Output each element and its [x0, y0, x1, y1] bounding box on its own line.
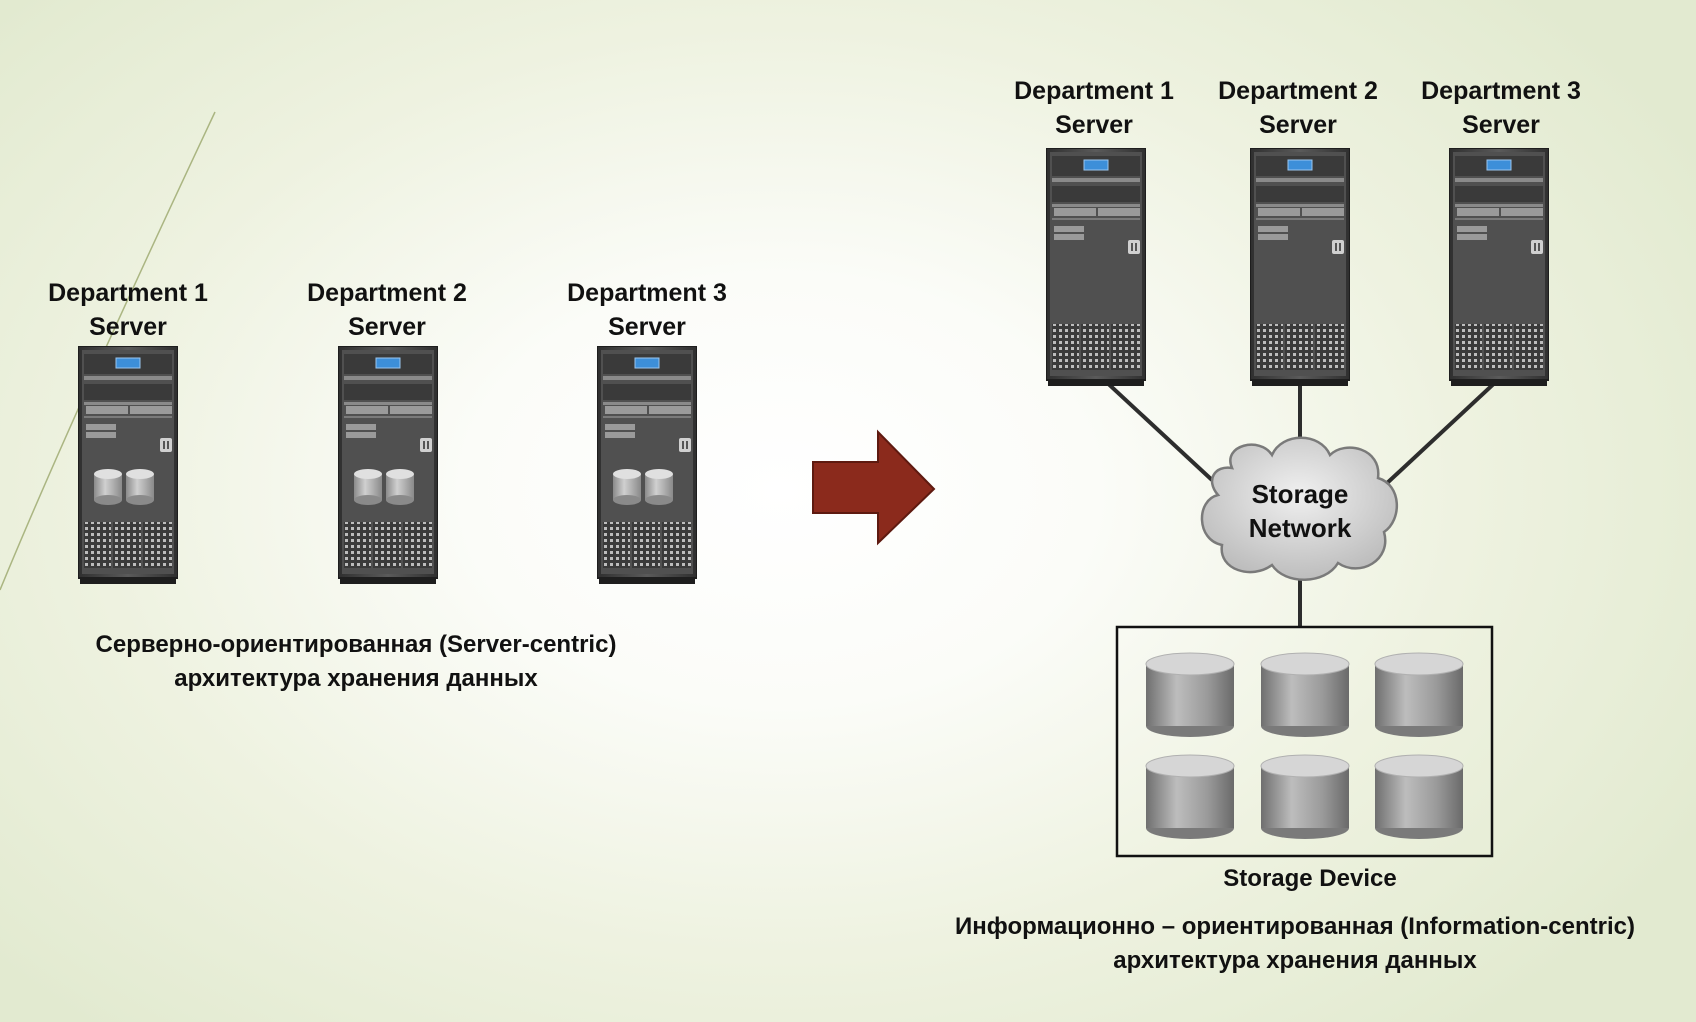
disk-icon	[1260, 754, 1350, 840]
info-server-label-dept-3: Department 3 Server	[1421, 77, 1581, 139]
info-server-label-dept-2: Department 2 Server	[1218, 77, 1378, 139]
disk-icon	[1145, 652, 1235, 738]
server-label-dept-3: Department 3 Server	[567, 279, 727, 341]
disk-icon	[1374, 652, 1464, 738]
disk-icon	[1145, 754, 1235, 840]
storage-disks	[1145, 652, 1464, 840]
storage-network-cloud-icon	[1200, 436, 1398, 581]
disk-icon	[1374, 754, 1464, 840]
storage-device-label: Storage Device	[1223, 865, 1397, 892]
information-centric-servers	[1046, 148, 1549, 387]
server-tower-icon	[1046, 148, 1146, 387]
server-label-dept-1: Department 1 Server	[48, 279, 208, 341]
server-tower-icon	[78, 346, 178, 585]
transition-arrow-icon	[812, 429, 936, 546]
server-centric-group	[78, 346, 697, 585]
server-label-dept-2: Department 2 Server	[307, 279, 467, 341]
server-tower-icon	[338, 346, 438, 585]
server-centric-caption: Серверно-ориентированная (Server-centric…	[95, 631, 617, 692]
disk-icon	[1260, 652, 1350, 738]
storage-network-label: Storage Network	[1248, 479, 1352, 543]
information-centric-caption: Информационно – ориентированная (Informa…	[955, 913, 1635, 974]
server-tower-icon	[1250, 148, 1350, 387]
server-tower-icon	[1449, 148, 1549, 387]
info-server-label-dept-1: Department 1 Server	[1014, 77, 1174, 139]
server-tower-icon	[597, 346, 697, 585]
storage-device-box	[1115, 625, 1494, 858]
